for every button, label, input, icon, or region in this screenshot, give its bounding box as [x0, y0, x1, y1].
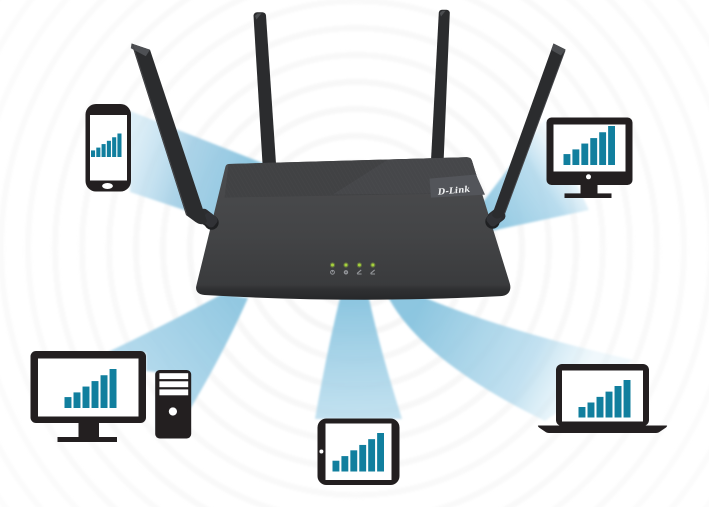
signal-bar	[64, 397, 72, 408]
signal-bar	[96, 147, 101, 157]
signal-bar	[101, 144, 106, 157]
router-brand-label: D-Link	[437, 185, 471, 198]
device-desktop-monitor	[546, 117, 633, 198]
signal-bar	[332, 460, 340, 472]
led-dot	[344, 263, 348, 267]
device-laptop	[537, 364, 668, 433]
antenna-blade	[492, 43, 566, 219]
router-antenna-1	[130, 43, 207, 225]
globe-icon-center	[345, 271, 347, 274]
signal-bar	[563, 154, 571, 165]
signal-bar	[608, 126, 615, 165]
router-logo-facet	[429, 174, 485, 198]
router-logo: D-Link	[429, 174, 485, 198]
monitor-signal-bars	[563, 126, 615, 165]
signal-bar	[359, 444, 367, 472]
led-dot	[371, 263, 375, 267]
signal-bar	[82, 386, 90, 408]
signal-bar	[112, 137, 117, 157]
signal-bar	[73, 392, 81, 408]
desktop-tower	[155, 370, 192, 439]
smartphone-signal-bars	[91, 133, 122, 157]
signal-bar	[106, 140, 111, 157]
signal-bar	[341, 456, 349, 472]
signal-bar	[91, 381, 99, 408]
signal-bar	[117, 133, 122, 157]
antenna-tip-facet	[130, 43, 150, 57]
signal-bar	[581, 143, 589, 165]
signal-bar	[578, 407, 586, 418]
beam-to-tablet	[315, 294, 402, 419]
signal-bar	[596, 396, 604, 418]
desktop-stand-base	[57, 437, 117, 442]
signal-bar	[100, 375, 108, 408]
joint-cap	[202, 212, 218, 228]
antenna-edge-highlight	[504, 50, 566, 215]
antenna-tip-facet	[439, 10, 446, 17]
signal-bar	[368, 439, 376, 472]
signal-bar	[587, 402, 595, 418]
signal-bar	[91, 150, 96, 157]
antenna-edge-highlight	[132, 43, 188, 216]
tower-slot	[159, 381, 189, 388]
antenna-tip-facet	[255, 13, 262, 20]
signal-bar	[614, 386, 622, 418]
beam-to-desktop-pc	[107, 294, 248, 438]
signal-bar	[605, 391, 613, 418]
tablet-signal-bars	[332, 433, 384, 472]
desktop-signal-bars	[64, 369, 117, 408]
ripple-ring	[106, 0, 606, 498]
power-led	[329, 262, 336, 275]
signal-bar	[599, 132, 607, 165]
monitor-stand-base	[564, 193, 612, 198]
router-back-panel-texture	[224, 157, 482, 198]
ripple-ring	[52, 0, 660, 507]
router: D-Link	[130, 9, 566, 300]
device-tablet	[317, 418, 400, 485]
tower-slot	[159, 389, 189, 396]
signal-bar	[623, 380, 631, 418]
ripple-ring	[25, 0, 687, 507]
device-desktop-pc	[30, 351, 192, 442]
internet-led	[343, 262, 349, 275]
monitor-power-dot	[586, 174, 591, 180]
ripple-ring	[79, 0, 633, 507]
signal-bar	[109, 369, 117, 408]
desktop-tower-power-button	[168, 407, 177, 416]
monitor-stand-neck	[580, 185, 598, 194]
led-dot	[331, 263, 334, 267]
antenna-tip-facet	[551, 43, 566, 56]
desktop-tower-slots	[159, 373, 189, 396]
router-leds	[329, 262, 376, 275]
antenna-blade	[431, 9, 450, 162]
tower-slot	[159, 373, 189, 380]
desktop-stand-neck	[78, 423, 99, 437]
wifi-5ghz-led	[370, 262, 376, 275]
led-dot	[357, 263, 361, 267]
device-smartphone	[85, 104, 131, 192]
signal-bar	[590, 138, 598, 165]
smartphone-home-button	[102, 183, 113, 189]
wifi-2.4ghz-led	[356, 262, 362, 275]
signal-bar	[377, 433, 384, 472]
antenna-blade	[253, 12, 276, 164]
antenna-blade	[131, 43, 207, 225]
router-antenna-4	[492, 43, 566, 219]
laptop-base	[537, 425, 668, 433]
tablet-camera-dot	[319, 449, 324, 454]
wifi-antenna-icon	[370, 269, 376, 275]
router-antenna-2	[253, 12, 276, 164]
signal-bar	[350, 450, 358, 472]
wifi-antenna-icon	[356, 269, 362, 275]
laptop-signal-bars	[578, 380, 631, 418]
router-antenna-3	[431, 9, 450, 162]
signal-bar	[572, 149, 580, 165]
